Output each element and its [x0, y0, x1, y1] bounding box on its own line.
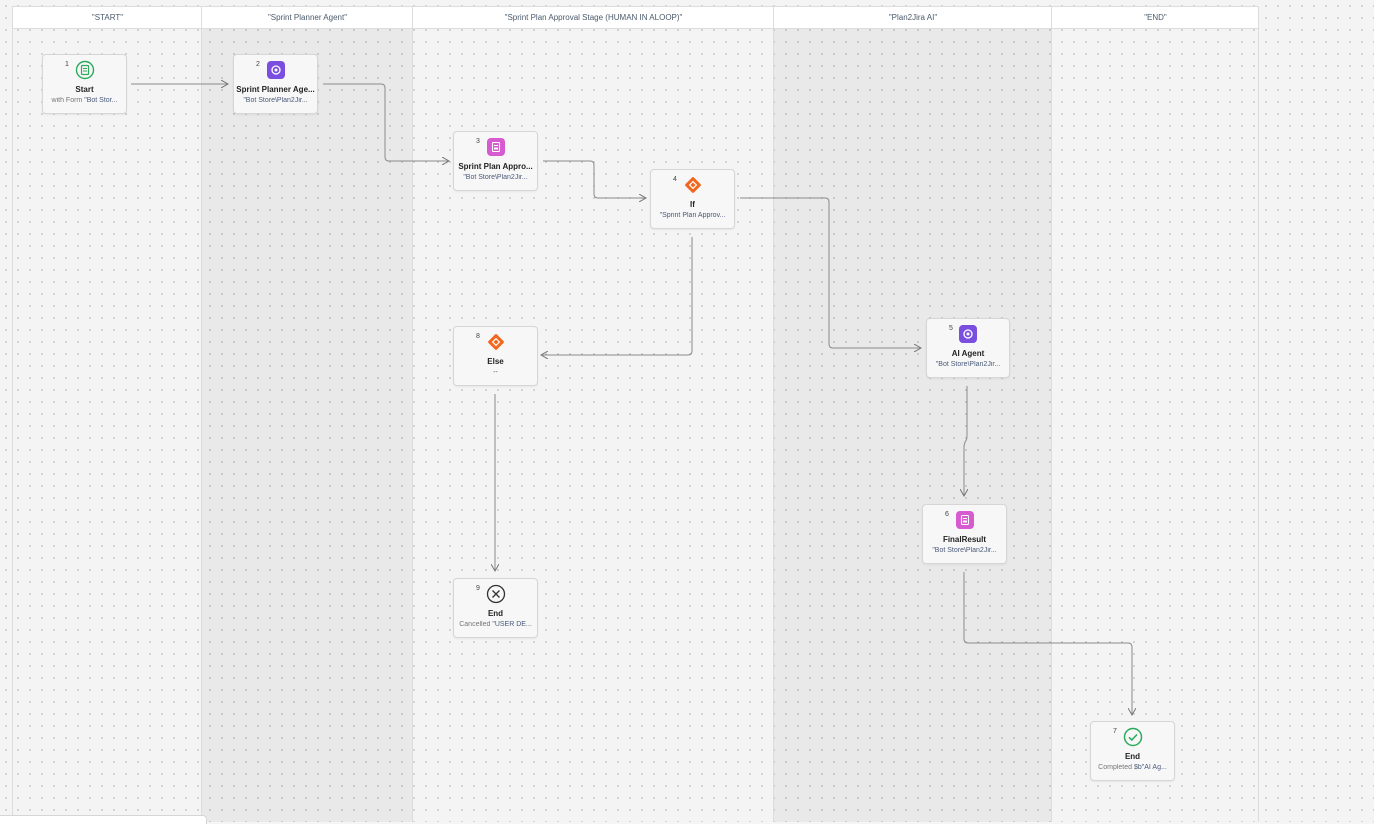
node-title: Start: [75, 85, 94, 94]
edge-2-3: [323, 83, 449, 161]
flow-node-start[interactable]: 1 Start with Form "Bot Stor...: [42, 54, 127, 114]
ai-agent-icon: [266, 60, 286, 80]
flow-node-final-result[interactable]: 6 FinalResult "Bot Store\Plan2Jir...: [922, 504, 1007, 564]
node-title: FinalResult: [942, 535, 987, 544]
node-subtitle: "Sprint Plan Approv...: [659, 212, 726, 219]
lane-plan2jira-ai: "Plan2Jira AI": [773, 6, 1052, 822]
node-title: Sprint Plan Appro...: [458, 162, 533, 171]
node-title: If: [690, 200, 695, 209]
node-title: End: [1124, 752, 1141, 761]
flow-node-sprint-plan-approval[interactable]: 3 Sprint Plan Appro... "Bot Store\Plan2J…: [453, 131, 538, 191]
ai-agent-icon: [958, 324, 978, 344]
lane-header: "Sprint Plan Approval Stage (HUMAN IN AL…: [413, 6, 774, 29]
node-title: End: [487, 609, 504, 618]
node-number: 4: [673, 176, 677, 183]
cancel-circle-icon: [486, 584, 506, 604]
lane-approval-stage: "Sprint Plan Approval Stage (HUMAN IN AL…: [412, 6, 774, 822]
node-subtitle: "Bot Store\Plan2Jir...: [932, 547, 997, 554]
lane-end: "END": [1051, 6, 1259, 822]
node-title: Sprint Planner Age...: [236, 85, 315, 94]
node-title: AI Agent: [951, 349, 985, 358]
node-number: 6: [945, 511, 949, 518]
edge-6-7: [963, 572, 1132, 715]
lane-header: "START": [13, 6, 202, 29]
node-subtitle: Cancelled "USER DE...: [459, 621, 532, 628]
flow-node-sprint-planner-agent[interactable]: 2 Sprint Planner Age... "Bot Store\Plan2…: [233, 54, 318, 114]
form-icon: [75, 60, 95, 80]
task-form-icon: [955, 510, 975, 530]
flow-node-ai-agent[interactable]: 5 AI Agent "Bot Store\Plan2Jir...: [926, 318, 1010, 378]
edge-5-6: [964, 386, 967, 496]
bottom-panel-tab[interactable]: [0, 815, 207, 824]
node-subtitle: "Bot Store\Plan2Jir...: [935, 361, 1001, 368]
lane-start: "START": [12, 6, 202, 822]
node-subtitle: "Bot Store\Plan2Jir...: [243, 97, 308, 104]
flow-node-else[interactable]: 8 Else --: [453, 326, 538, 386]
lane-header: "Plan2Jira AI": [774, 6, 1052, 29]
lane-header: "Sprint Planner Agent": [202, 6, 413, 29]
lane-divider: [1258, 6, 1259, 822]
flow-node-if[interactable]: 4 If "Sprint Plan Approv...: [650, 169, 735, 229]
node-title: Else: [487, 357, 504, 366]
task-form-icon: [486, 137, 506, 157]
node-number: 5: [949, 325, 953, 332]
lane-sprint-planner-agent: "Sprint Planner Agent": [201, 6, 413, 822]
node-subtitle: with Form "Bot Stor...: [51, 97, 118, 104]
edge-4-5: [740, 197, 921, 348]
flow-node-end-cancelled[interactable]: 9 End Cancelled "USER DE...: [453, 578, 538, 638]
node-subtitle: Completed $b"AI Ag...: [1098, 764, 1167, 771]
node-number: 3: [476, 138, 480, 145]
condition-icon: [486, 332, 506, 352]
node-subtitle: --: [493, 369, 498, 376]
flow-node-end-completed[interactable]: 7 End Completed $b"AI Ag...: [1090, 721, 1175, 781]
lane-header: "END": [1052, 6, 1259, 29]
condition-icon: [683, 175, 703, 195]
edge-3-4: [543, 160, 646, 198]
node-number: 8: [476, 333, 480, 340]
node-number: 2: [256, 61, 260, 68]
node-number: 7: [1113, 728, 1117, 735]
check-circle-icon: [1123, 727, 1143, 747]
node-subtitle: "Bot Store\Plan2Jir...: [463, 174, 528, 181]
node-number: 1: [65, 61, 69, 68]
edge-4-8: [541, 237, 693, 355]
node-number: 9: [476, 585, 480, 592]
